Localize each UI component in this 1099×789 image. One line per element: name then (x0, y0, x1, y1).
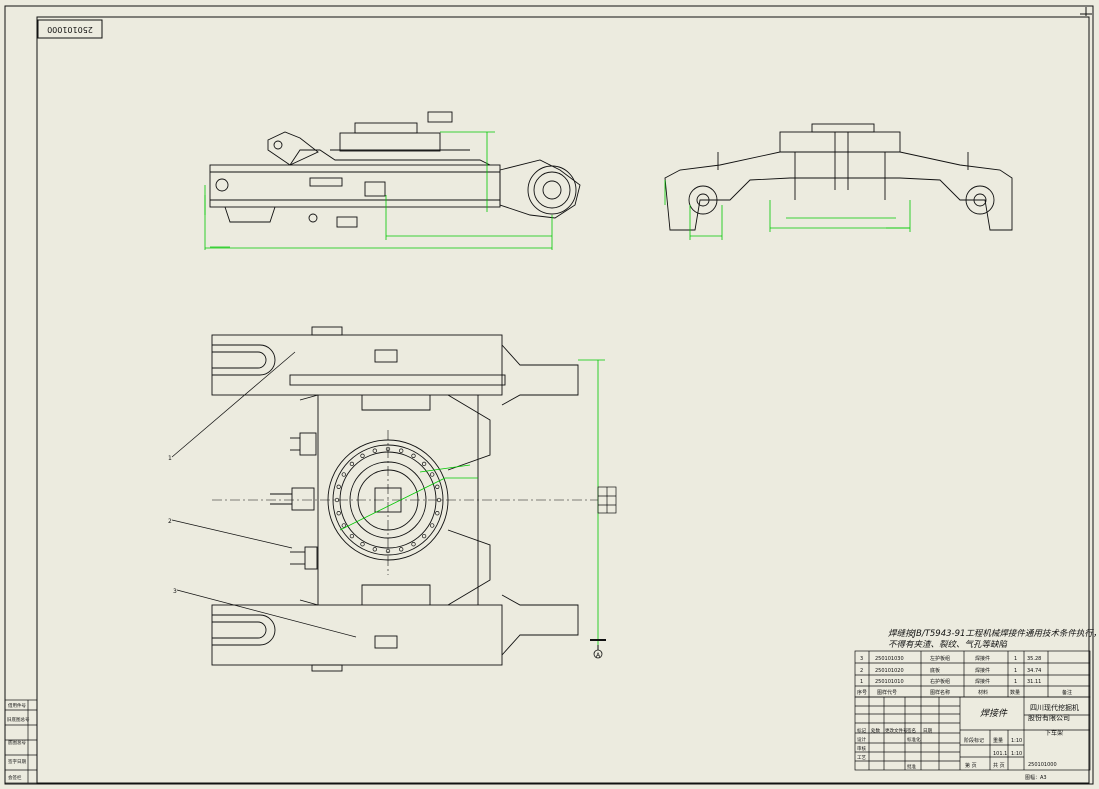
front-view (664, 123, 1013, 231)
technical-note-line1: 焊缝按JB/T5943-91工程机械焊接件通用技术条件执行， (888, 628, 1099, 639)
parts-header-remark: 备注 (1062, 689, 1072, 696)
title-block (854, 696, 1091, 771)
title-company-2: 股份有限公司 (1028, 713, 1070, 722)
parts-header-name: 图样名称 (930, 689, 950, 696)
bolt-hole (421, 461, 427, 467)
bolt-hole (372, 547, 377, 552)
title-weight-label: 重量 (993, 737, 1003, 744)
parts-row-2-name: 底板 (930, 667, 940, 674)
parts-header-no: 序号 (857, 689, 867, 696)
parts-row-1-material: 焊接件 (975, 655, 990, 662)
title-scale: 1:10 (1011, 738, 1022, 744)
parts-header-material: 材料 (978, 689, 988, 696)
side-view (209, 111, 581, 228)
bolt-hole (421, 533, 427, 539)
title-design: 设计 (857, 736, 866, 743)
drawing-frame (4, 5, 1094, 785)
bolt-hole (360, 542, 365, 547)
parts-row-3-code: 250101010 (875, 679, 904, 685)
parts-row-1-name: 左护板组 (930, 655, 950, 662)
parts-row-1-no: 3 (860, 656, 863, 662)
strip-item-4: 签字日期 (8, 758, 26, 765)
bolt-hole (372, 448, 377, 453)
strip-item-5: 会签栏 (8, 774, 22, 781)
parts-header-qty: 数量 (1010, 689, 1020, 696)
side-view-dimensions (204, 131, 553, 250)
title-paper: 图幅：A3 (1025, 774, 1047, 781)
title-block-text: 焊接件 四川现代挖掘机 股份有限公司 下车架 250101000 101.1 1… (857, 703, 1079, 781)
leader-label-1: 1 (168, 455, 172, 462)
bolt-hole (399, 448, 404, 453)
title-file-no: 更改文件号 (885, 727, 908, 734)
drawing-code-box: 250101000 (37, 19, 103, 39)
bolt-hole (341, 472, 346, 477)
bolt-hole (349, 533, 355, 539)
bolt-hole (430, 472, 435, 477)
bolt-hole (349, 461, 355, 467)
title-stage-label: 阶段标记 (964, 737, 984, 744)
strip-item-2: 旧底图总号 (7, 716, 30, 723)
front-view-dimensions (664, 180, 911, 240)
left-strip (4, 699, 38, 784)
parts-row-2-no: 2 (860, 668, 863, 674)
bolt-hole (430, 523, 435, 528)
strip-item-3: 底图总号 (8, 739, 26, 746)
parts-row-3-material: 焊接件 (975, 678, 990, 685)
leader-label-2: 2 (168, 518, 172, 525)
title-weight2: 1:10 (1011, 751, 1022, 757)
parts-row-3-no: 1 (860, 679, 863, 685)
leader-label-3: 3 (173, 588, 177, 595)
bolt-hole (336, 484, 341, 489)
title-standardize: 标准化 (907, 736, 921, 743)
parts-header-code: 图样代号 (877, 689, 897, 696)
title-part-name: 焊接件 (980, 708, 1008, 719)
title-total: 共 页 (993, 762, 1005, 769)
strip-item-1: 借用件号 (8, 702, 26, 709)
datum-box (597, 486, 617, 514)
title-drawing-number: 250101000 (1028, 762, 1057, 768)
part-leaders (171, 351, 357, 638)
drawing-code-text: 250101000 (47, 25, 93, 34)
bolt-hole (399, 547, 404, 552)
parts-row-3-name: 右护板组 (930, 678, 950, 685)
title-company-1: 四川现代挖掘机 (1030, 703, 1079, 712)
title-product-name: 下车架 (1045, 729, 1063, 737)
title-weight: 101.1 (993, 751, 1007, 757)
title-sign: 签名 (907, 727, 916, 734)
technical-note-line2: 不得有夹渣、裂纹、气孔等缺陷 (888, 639, 1009, 650)
parts-row-2-qty: 1 (1014, 668, 1017, 674)
parts-row-2-code: 250101020 (875, 668, 904, 674)
bolt-hole (360, 453, 365, 458)
parts-row-3-mass: 31.11 (1027, 679, 1041, 685)
bolt-hole (411, 542, 416, 547)
parts-list-table (854, 650, 1091, 698)
left-strip-text: 借用件号 旧底图总号 底图总号 签字日期 会签栏 (7, 702, 30, 781)
plan-dimensions (339, 359, 605, 645)
title-process: 工艺 (857, 755, 866, 761)
plan-view (211, 326, 579, 672)
corner-mark (1080, 7, 1092, 16)
title-mark: 标记 (857, 727, 866, 734)
bolt-hole (435, 511, 440, 516)
bolt-hole (341, 523, 346, 528)
bolt-hole (435, 484, 440, 489)
title-check: 审核 (857, 745, 866, 752)
bolt-hole (411, 453, 416, 458)
bolt-hole (336, 511, 341, 516)
title-approve: 批准 (907, 763, 916, 770)
parts-row-2-material: 焊接件 (975, 667, 990, 674)
parts-row-3-qty: 1 (1014, 679, 1017, 685)
section-label-a: A (596, 652, 601, 659)
title-count: 处数 (871, 727, 880, 734)
title-sheet: 第 页 (965, 762, 977, 769)
parts-list-rows: 3 250101030 左护板组 焊接件 1 35.28 2 250101020… (857, 655, 1072, 696)
parts-row-1-code: 250101030 (875, 656, 904, 662)
title-date: 日期 (923, 728, 932, 734)
parts-row-2-mass: 34.74 (1027, 668, 1041, 674)
plan-centerlines (212, 430, 598, 575)
parts-row-1-mass: 35.28 (1027, 656, 1041, 662)
section-marker-a: A (590, 639, 606, 659)
parts-row-1-qty: 1 (1014, 656, 1017, 662)
